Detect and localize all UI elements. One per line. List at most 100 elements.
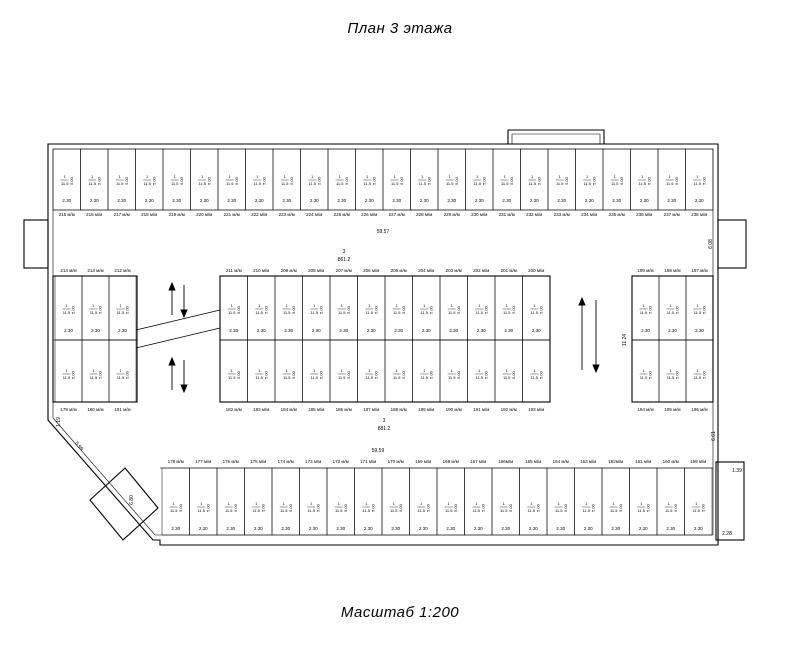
stall-frac-top: 1 [174,174,177,179]
stall-depth: 5.00 [700,503,705,512]
parking-stall [601,467,630,536]
stall-depth: 5.00 [371,176,376,185]
parking-stall [409,467,438,536]
stall-depth: 5.00 [289,176,294,185]
stall-frac-bottom: 11.5 [256,310,264,315]
parking-stall [357,339,386,403]
stall-number: 211 м/м [226,268,242,273]
stall-depth: 5.00 [71,370,76,379]
stall-depth: 5.00 [370,503,375,512]
stall-depth: 5.00 [346,305,351,314]
stall-width: 2.30 [668,328,677,333]
parking-stall [491,467,520,536]
stall-frac-bottom: 11.5 [476,310,484,315]
stall-frac-top: 1 [421,174,424,179]
stall-frac-bottom: 11.5 [448,310,456,315]
stall-width: 2.30 [391,526,400,531]
stall-depth: 5.00 [453,503,458,512]
stall-frac-bottom: 11.5 [363,508,371,513]
stall-width: 2.30 [530,198,539,203]
stall-frac-bottom: 11.5 [419,181,427,186]
stall-frac-top: 1 [146,174,149,179]
stall-frac-top: 1 [559,174,562,179]
stall-depth: 5.00 [456,305,461,314]
stall-width: 2.30 [501,526,510,531]
stall-number: 193 м/м [528,407,544,412]
right-vertical-dim: 6.08 [708,239,714,249]
parking-stall [329,339,358,403]
stall-frac-top: 1 [201,174,204,179]
stall-frac-bottom: 11.5 [311,375,319,380]
stall-depth: 5.00 [234,176,239,185]
stall-frac-bottom: 11.5 [448,375,456,380]
stall-depth: 5.00 [98,370,103,379]
stall-number: 228 м/м [416,212,432,217]
stall-frac-top: 1 [506,303,509,308]
parking-stall [685,339,714,403]
stall-width: 2.30 [365,198,374,203]
area-top-num: 3 [343,249,346,255]
parking-stall [299,467,328,536]
stall-frac-bottom: 11.5 [666,181,674,186]
stall-number: 168 м/м [443,459,459,464]
area-bot-num: 3 [383,418,386,424]
stall-frac-top: 1 [368,303,371,308]
parking-stall [384,339,413,403]
stall-number: 236 м/м [636,212,652,217]
stall-frac-top: 1 [341,368,344,373]
left-small-dim: 1.19 [56,417,62,427]
stall-width: 2.30 [420,198,429,203]
stall-frac-top: 1 [669,368,672,373]
stall-number: 159 м/м [690,459,706,464]
stall-width: 2.30 [529,526,538,531]
stall-number: 186 м/м [336,407,352,412]
stall-width: 2.30 [337,198,346,203]
stall-depth: 5.00 [645,503,650,512]
stall-width: 2.30 [255,198,264,203]
stall-width: 2.30 [639,526,648,531]
stall-frac-bottom: 11.5 [476,375,484,380]
stall-frac-bottom: 11.5 [393,310,401,315]
stall-depth: 5.00 [702,370,707,379]
stall-number: 208 м/м [308,268,324,273]
stall-depth: 5.00 [674,176,679,185]
stall-number: 214 м/м [60,268,76,273]
stall-depth: 5.00 [538,370,543,379]
stall-frac-top: 1 [423,368,426,373]
stall-depth: 5.00 [648,370,653,379]
stall-frac-top: 1 [341,303,344,308]
parking-stall [464,467,493,536]
parking-stall [439,339,468,403]
area-top-val: 861.2 [338,257,351,263]
stall-frac-bottom: 11.5 [531,310,539,315]
stall-frac-bottom: 11.5 [117,375,125,380]
stall-frac-top: 1 [531,174,534,179]
stall-frac-top: 1 [695,501,698,506]
stall-frac-bottom: 11.5 [583,508,591,513]
stall-width: 2.30 [641,328,650,333]
stall-width: 2.30 [336,526,345,531]
stall-depth: 5.00 [535,503,540,512]
stall-frac-bottom: 11.5 [421,310,429,315]
stall-frac-top: 1 [641,174,644,179]
stall-frac-top: 1 [283,501,286,506]
stall-number: 175 м/м [250,459,266,464]
stall-frac-top: 1 [475,501,478,506]
stall-frac-top: 1 [286,368,289,373]
stall-width: 2.30 [474,526,483,531]
parking-stall [274,339,303,403]
stall-frac-top: 1 [448,501,451,506]
stall-frac-bottom: 11.5 [309,181,317,186]
stall-frac-top: 1 [420,501,423,506]
stall-width: 2.30 [227,198,236,203]
stall-frac-top: 1 [668,501,671,506]
stall-frac-bottom: 11.5 [556,181,564,186]
stall-frac-bottom: 11.5 [693,508,701,513]
stall-frac-bottom: 11.5 [253,508,261,513]
stall-number: 209 м/м [281,268,297,273]
stall-depth: 5.00 [263,305,268,314]
stall-depth: 5.00 [69,176,74,185]
stall-frac-top: 1 [613,501,616,506]
stall-number: 190 м/м [446,407,462,412]
